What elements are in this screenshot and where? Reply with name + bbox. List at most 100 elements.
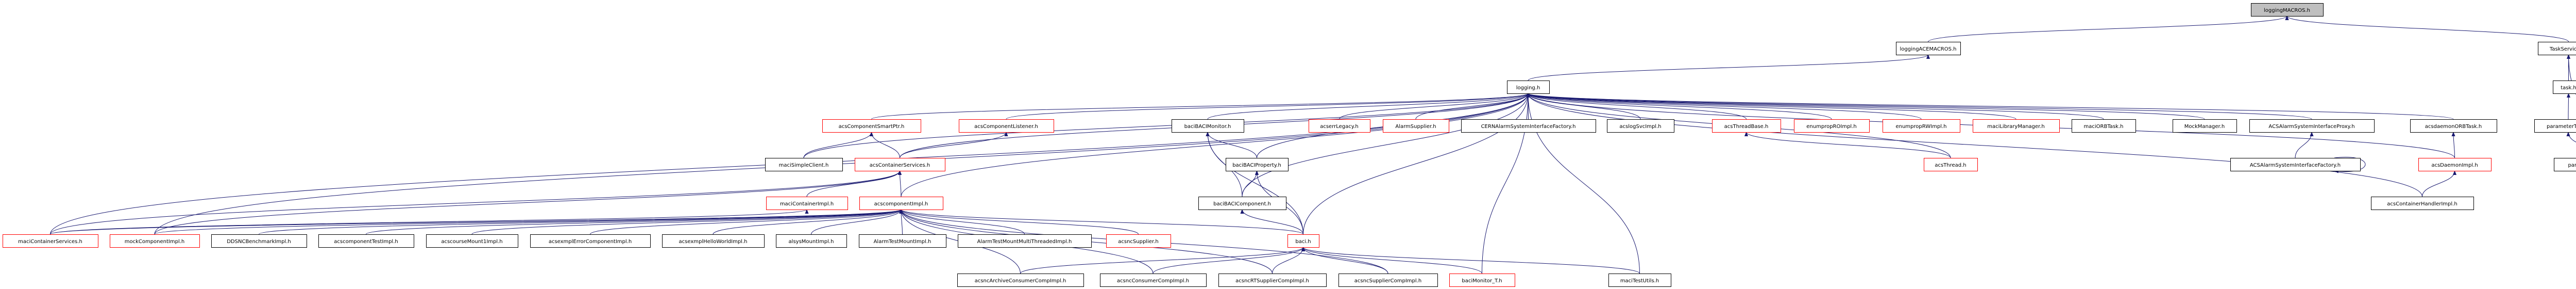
node-label: loggingMACROS.h — [2264, 8, 2310, 13]
node-box — [1461, 119, 1596, 133]
edge-baci-to-baci-bacicomponent — [1240, 209, 1303, 235]
node-acsalarm-system-interface-proxy[interactable]: ACSAlarmSystemInterfaceProxy.h — [2249, 119, 2375, 133]
node-label: acscomponentImpl.h — [874, 201, 928, 207]
node-box — [1226, 158, 1289, 171]
node-label: acslogSvcImpl.h — [1619, 124, 1661, 130]
node-layer: loggingMACROS.h loggingACEMACROS.h TaskSer… — [3, 3, 2576, 287]
node-maci-container-impl[interactable]: maciContainerImpl.h — [766, 197, 848, 210]
node-acsexmpl-hello-world-impl[interactable]: acsexmplHelloWorldImpl.h — [662, 234, 765, 248]
node-maci-orbtask[interactable]: maciORBTask.h — [2072, 119, 2136, 133]
node-acsnc-rtsupplier-comp-impl[interactable]: acsncRTSupplierCompImpl.h — [1218, 274, 1327, 287]
node-mock-component-impl[interactable]: mockComponentImpl.h — [110, 234, 200, 248]
node-ddsncbenchmark-impl[interactable]: DDSNCBenchmarkImpl.h — [211, 234, 307, 248]
node-alarm-test-mount-impl[interactable]: AlarmTestMountImpl.h — [859, 234, 946, 248]
node-label: acsContainerServices.h — [870, 163, 930, 168]
node-label: task.h — [2561, 85, 2576, 91]
node-alarm-supplier[interactable]: AlarmSupplier.h — [1383, 119, 1449, 133]
node-label: acsDaemonImpl.h — [2431, 163, 2478, 168]
node-acsalarm-system-interface-factory[interactable]: ACSAlarmSystemInterfaceFactory.h — [2230, 158, 2361, 171]
node-box — [766, 197, 848, 210]
edge-acsalarm-system-interface-proxy-to-logging — [1526, 93, 2312, 120]
node-box — [1383, 119, 1449, 133]
node-enumprop-rwimpl[interactable]: enumpropRWImpl.h — [1883, 119, 1960, 133]
node-parameter-task[interactable]: parameterTask.h — [2534, 119, 2576, 133]
node-baci-monitor-t[interactable]: baciMonitor_T.h — [1449, 274, 1515, 287]
edge-parameter-task-to-task — [2566, 93, 2571, 120]
node-param-task-test-impl[interactable]: paramTaskTestImpl.h — [2554, 158, 2576, 171]
node-box — [2230, 158, 2361, 171]
node-label: acsContainerHandlerImpl.h — [2387, 201, 2457, 207]
node-baci-baciproperty[interactable]: baciBACIProperty.h — [1226, 158, 1289, 171]
node-acsnc-archive-consumer-comp-impl[interactable]: acsncArchiveConsumerCompImpl.h — [957, 274, 1084, 287]
node-logging[interactable]: logging.h — [1507, 81, 1550, 94]
node-acscourse-mount1-impl[interactable]: acscourseMount1Impl.h — [426, 234, 518, 248]
node-label: maciORBTask.h — [2084, 124, 2124, 130]
node-box — [1338, 274, 1438, 287]
node-acs-thread-base[interactable]: acsThreadBase.h — [1712, 119, 1781, 133]
edge-maci-container-services-to-acs-container-services — [50, 170, 902, 235]
edge-maci-container-services-to-acscomponent-impl — [50, 209, 903, 235]
node-acscomponent-test-impl[interactable]: acscomponentTestImpl.h — [318, 234, 414, 248]
node-acslog-svc-impl[interactable]: acslogSvcImpl.h — [1607, 119, 1674, 133]
node-acs-component-listener[interactable]: acsComponentListener.h — [959, 119, 1054, 133]
node-acs-thread[interactable]: acsThread.h — [1924, 158, 1978, 171]
node-label: acsncRTSupplierCompImpl.h — [1235, 278, 1309, 284]
edge-acs-thread-to-acs-thread-base — [1744, 132, 1951, 158]
node-task-services[interactable]: TaskServices.h — [2538, 42, 2576, 55]
edge-maci-library-manager-to-logging — [1526, 93, 2016, 120]
node-acserr-legacy[interactable]: acserrLegacy.h — [1309, 119, 1370, 133]
node-maci-test-utils[interactable]: maciTestUtils.h — [1608, 274, 1671, 287]
edge-enumprop-roimpl-to-logging — [1526, 93, 1832, 120]
node-acsnc-supplier-comp-impl[interactable]: acsncSupplierCompImpl.h — [1338, 274, 1438, 287]
node-alarm-test-mount-multi-threaded-impl[interactable]: AlarmTestMountMultiThreadedImpl.h — [958, 234, 1092, 248]
node-baci-bacicomponent[interactable]: baciBACIComponent.h — [1198, 197, 1286, 210]
node-box — [957, 274, 1084, 287]
node-label: ACSAlarmSystemInterfaceProxy.h — [2268, 124, 2354, 130]
node-box — [1218, 274, 1327, 287]
node-maci-simple-client[interactable]: maciSimpleClient.h — [765, 158, 843, 171]
node-acs-component-smart-ptr[interactable]: acsComponentSmartPtr.h — [822, 119, 921, 133]
node-box — [1607, 119, 1674, 133]
node-label: acserrLegacy.h — [1320, 124, 1359, 130]
edge-acs-container-handler-impl-to-acs-daemon-impl — [2422, 170, 2457, 197]
node-label: baciBACIComponent.h — [1213, 201, 1271, 207]
node-acsdaemon-orbtask[interactable]: acsdaemonORBTask.h — [2410, 119, 2497, 133]
node-box — [859, 234, 946, 248]
node-acs-daemon-impl[interactable]: acsDaemonImpl.h — [2418, 158, 2492, 171]
edge-param-task-test-impl-to-task-services — [2566, 54, 2576, 95]
node-box — [1309, 119, 1370, 133]
node-box — [859, 197, 943, 210]
node-label: alsysMountImpl.h — [789, 239, 834, 245]
node-cernalarm-system-interface-factory[interactable]: CERNAlarmSystemInterfaceFactory.h — [1461, 119, 1596, 133]
edge-baci-bacimonitor-to-logging — [1207, 93, 1530, 120]
edge-maci-simple-client-to-acs-component-smart-ptr — [803, 132, 874, 158]
edge-acsalarm-system-interface-factory-to-acsalarm-system-interface-factory — [2334, 157, 2366, 173]
node-acs-container-services[interactable]: acsContainerServices.h — [855, 158, 945, 171]
node-label: enumpropRWImpl.h — [1895, 124, 1946, 130]
node-task[interactable]: task.h — [2553, 81, 2576, 94]
node-label: TaskServices.h — [2549, 46, 2576, 52]
node-logging-acemacros[interactable]: loggingACEMACROS.h — [1896, 42, 1961, 55]
node-label: baciMonitor_T.h — [1462, 278, 1502, 284]
node-box — [1924, 158, 1978, 171]
node-acsnc-supplier[interactable]: acsncSupplier.h — [1106, 234, 1171, 248]
node-baci[interactable]: baci.h — [1287, 234, 1319, 248]
node-box — [958, 234, 1092, 248]
node-alsys-mount-impl[interactable]: alsysMountImpl.h — [776, 234, 847, 248]
node-label: CERNAlarmSystemInterfaceFactory.h — [1481, 124, 1576, 130]
node-enumprop-roimpl[interactable]: enumpropROImpl.h — [1794, 119, 1870, 133]
node-mock-manager[interactable]: MockManager.h — [2173, 119, 2237, 133]
node-acs-container-handler-impl[interactable]: acsContainerHandlerImpl.h — [2371, 197, 2474, 210]
node-acsexmpl-error-component-impl[interactable]: acsexmplErrorComponentImpl.h — [530, 234, 651, 248]
node-maci-container-services[interactable]: maciContainerServices.h — [3, 234, 98, 248]
node-maci-library-manager[interactable]: maciLibraryManager.h — [1973, 119, 2060, 133]
node-box — [776, 234, 847, 248]
node-label: acscourseMount1Impl.h — [441, 239, 502, 245]
node-acsnc-consumer-comp-impl[interactable]: acsncConsumerCompImpl.h — [1100, 274, 1207, 287]
node-acscomponent-impl[interactable]: acscomponentImpl.h — [859, 197, 943, 210]
node-box — [765, 158, 843, 171]
node-baci-bacimonitor[interactable]: baciBACIMonitor.h — [1172, 119, 1244, 133]
edge-maci-test-utils-to-baci — [1301, 247, 1640, 274]
node-label: baciBACIMonitor.h — [1184, 124, 1231, 130]
